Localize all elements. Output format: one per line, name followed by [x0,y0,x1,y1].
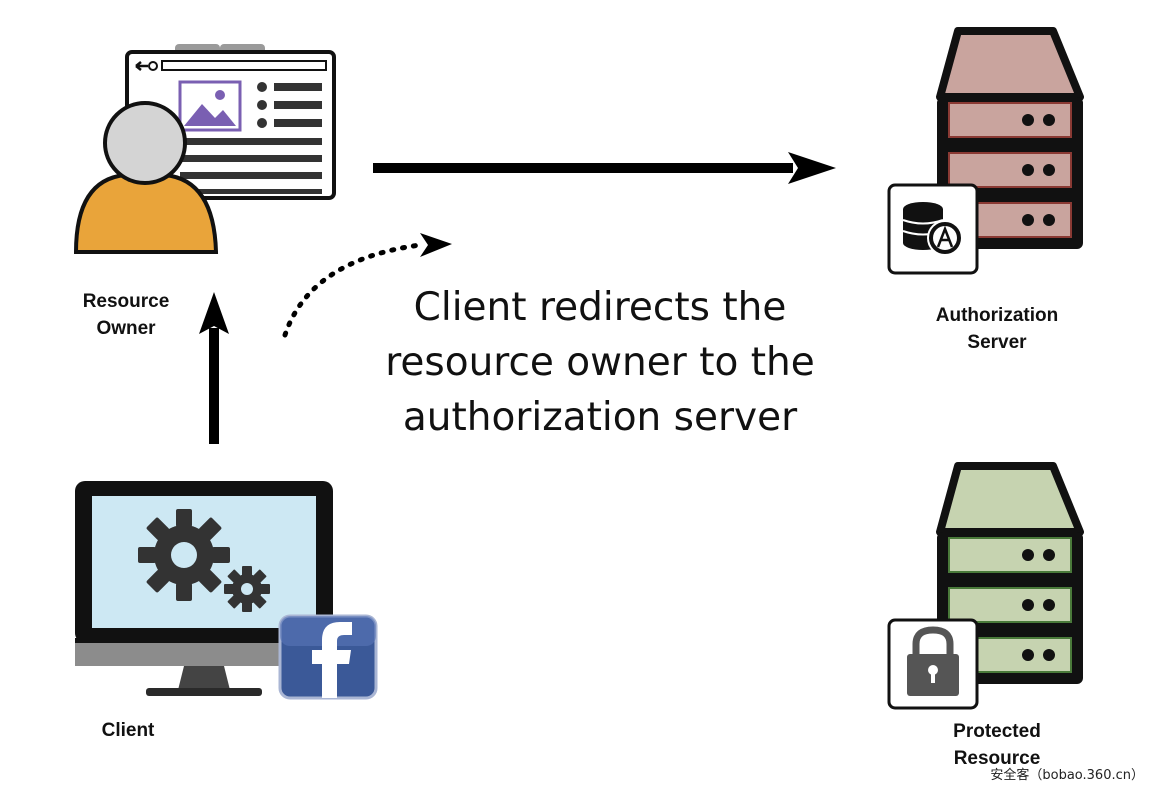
resource-owner-icon [73,44,336,254]
up-arrow [199,292,229,444]
caption-line: resource owner to the [385,340,815,385]
caption-line: authorization server [402,395,798,440]
dotted-curve-arrow [282,233,452,338]
client-label: Client [101,720,155,741]
client-monitor-icon [75,481,378,700]
authorization-server-icon [887,27,1084,275]
protected-resource-icon [887,462,1084,710]
caption: Client redirects the resource owner to t… [350,280,850,445]
authorization-server-label: Authorization Server [935,305,1059,353]
redirect-arrow [373,152,836,184]
protected-resource-label: Protected Resource [953,721,1041,769]
watermark: 安全客（bobao.360.cn） [990,768,1144,783]
resource-owner-label: Resource Owner [82,291,170,339]
caption-line: Client redirects the [413,285,787,330]
